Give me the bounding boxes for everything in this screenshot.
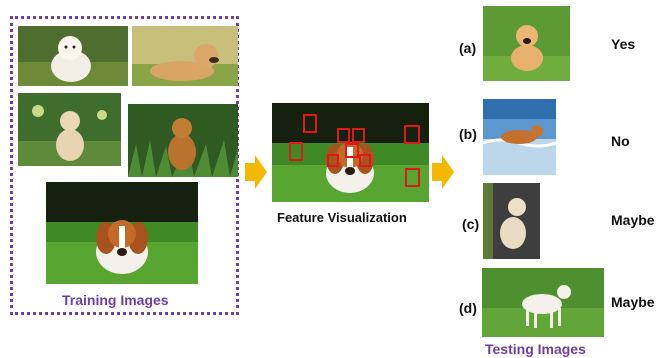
feature-box: [405, 168, 420, 187]
testing-image-goat-on-grass: [482, 268, 604, 337]
testing-label-d: (d): [459, 300, 477, 316]
feature-box: [404, 125, 420, 144]
arrow-right-icon: [432, 155, 454, 189]
training-image-white-pomeranian: [18, 26, 128, 86]
feature-box: [289, 142, 303, 161]
feature-box: [303, 114, 317, 133]
feature-box: [352, 128, 365, 143]
training-image-beagle: [46, 182, 198, 284]
testing-image-puppy-on-grass: [483, 6, 570, 81]
testing-answer-c: Maybe: [611, 212, 655, 228]
testing-label-c: (c): [462, 216, 480, 232]
testing-image-dog-on-road: [483, 183, 540, 259]
feature-box: [327, 154, 339, 167]
training-image-lying-labrador: [132, 26, 238, 86]
testing-answer-b: No: [611, 133, 630, 149]
arrow-right-icon: [245, 155, 267, 189]
feature-visualization-image: [272, 103, 429, 202]
training-images-caption: Training Images: [62, 292, 169, 308]
testing-answer-a: Yes: [611, 36, 636, 52]
testing-answer-d: Maybe: [611, 294, 655, 310]
testing-label-a: (a): [459, 40, 477, 56]
feature-visualization-caption: Feature Visualization: [277, 210, 407, 225]
testing-images-caption: Testing Images: [485, 341, 586, 357]
testing-label-b: (b): [459, 126, 477, 142]
training-image-sitting-golden-retriever: [18, 93, 121, 166]
training-image-golden-retriever-in-grass: [128, 104, 238, 177]
feature-box: [345, 143, 359, 158]
feature-box: [337, 128, 350, 143]
testing-image-dog-running-on-beach: [483, 99, 556, 175]
feature-box: [359, 154, 371, 167]
